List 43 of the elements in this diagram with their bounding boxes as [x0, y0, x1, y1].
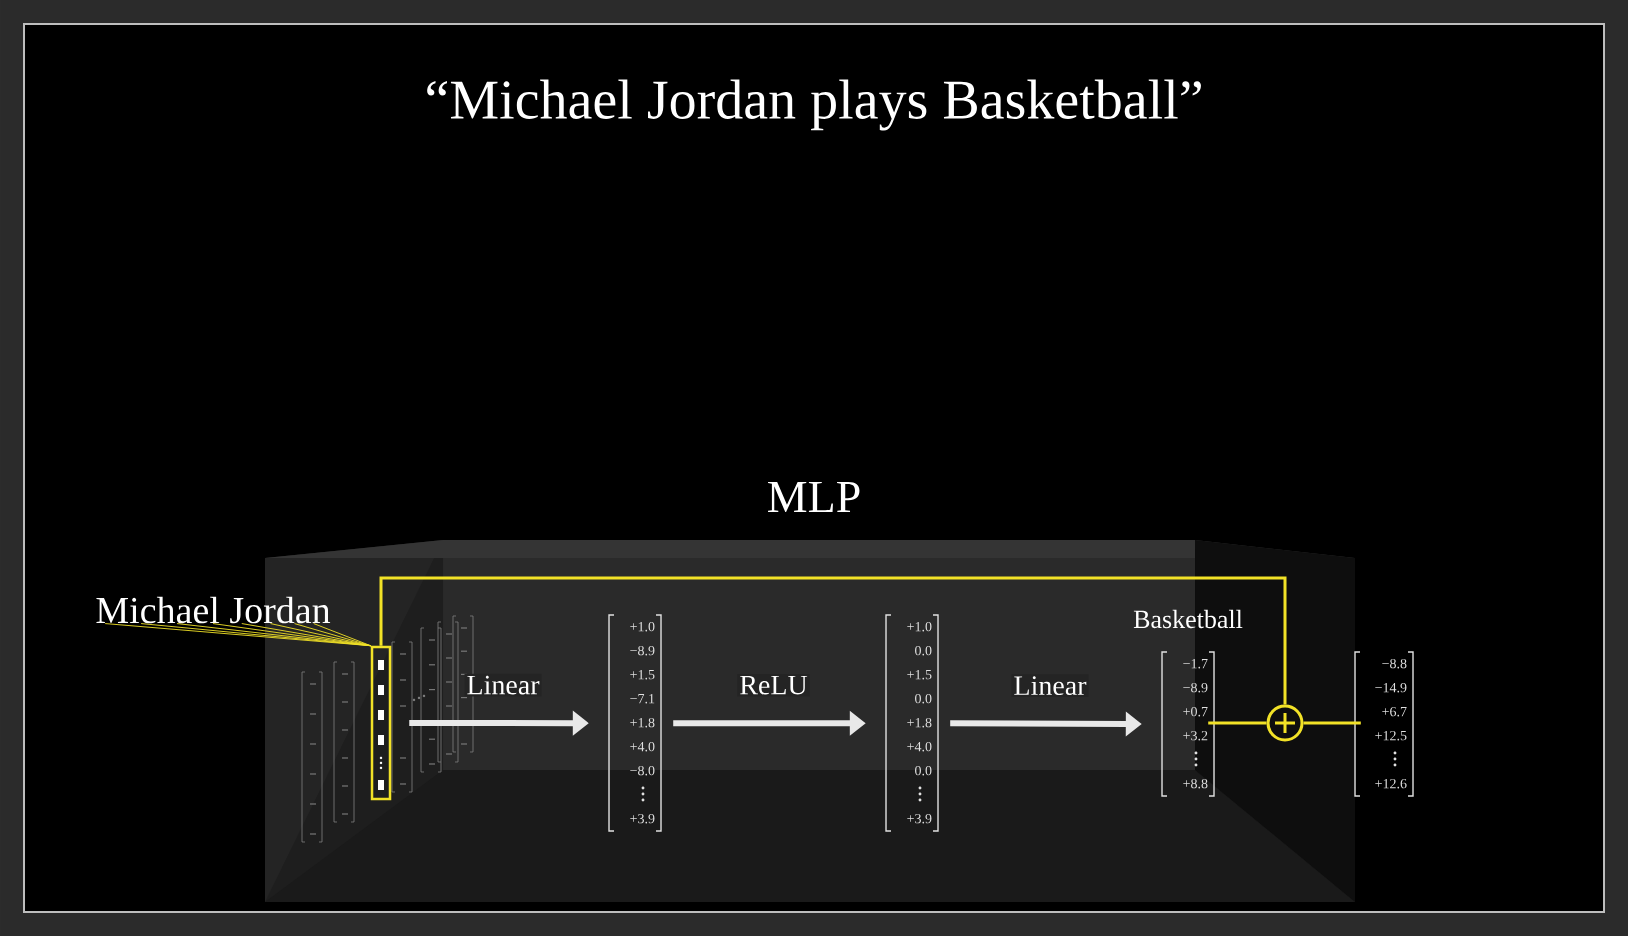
text-label: Michael Jordan: [96, 596, 331, 624]
connector-line: [1303, 721, 1361, 725]
node-label: −8.8: [1382, 658, 1407, 669]
node-label: 0.0: [915, 765, 932, 776]
edge-label: ReLU: [740, 675, 808, 695]
highlighted-vector: [370, 645, 392, 801]
node-label: +3.2: [1183, 730, 1208, 741]
edge-label: Linear: [467, 675, 540, 695]
node-label: +8.8: [1183, 778, 1208, 789]
title: “Michael Jordan plays Basketball”: [427, 79, 1201, 131]
node-label: +4.0: [630, 741, 655, 752]
node-label: +1.5: [907, 669, 932, 680]
node-label: +1.5: [630, 669, 655, 680]
node-label: +12.6: [1375, 778, 1407, 789]
node-label: +6.7: [1382, 706, 1407, 717]
node-label: 0.0: [915, 645, 932, 656]
node-label: +3.9: [907, 813, 932, 824]
node-label: 0.0: [915, 693, 932, 704]
node-label: +0.7: [1183, 706, 1208, 717]
connector-line: [379, 576, 1287, 705]
connector-line: [1208, 721, 1267, 725]
node-label: +3.9: [630, 813, 655, 824]
node-label: −8.9: [1183, 682, 1208, 693]
sum-symbol: [1266, 704, 1304, 742]
block-label: MLP: [768, 481, 860, 513]
node-label: −8.0: [630, 765, 655, 776]
vector: −1.7 −8.9 +0.7 +3.2 +8.8 Basketball: [1133, 609, 1243, 797]
node-label: +4.0: [907, 741, 932, 752]
leader-line: [104, 623, 372, 647]
node-label: +1.8: [907, 717, 932, 728]
vector: +1.0 −8.9 +1.5 −7.1 +1.8 +4.0 −8.0 +3.9: [608, 614, 662, 832]
node-label: −1.7: [1183, 658, 1208, 669]
node-label: Basketball: [1133, 609, 1243, 629]
vector: +1.0 0.0 +1.5 0.0 +1.8 +4.0 0.0 +3.9: [885, 614, 939, 832]
node-label: +12.5: [1375, 730, 1407, 741]
node-label: −7.1: [630, 693, 655, 704]
node-label: +1.0: [907, 621, 932, 632]
node-label: −14.9: [1375, 682, 1407, 693]
edge-label: Linear: [1014, 676, 1087, 696]
node-label: +1.8: [630, 717, 655, 728]
node-label: +1.0: [630, 621, 655, 632]
vector: −8.8 −14.9 +6.7 +12.5 +12.6: [1354, 651, 1414, 797]
node-label: −8.9: [630, 645, 655, 656]
